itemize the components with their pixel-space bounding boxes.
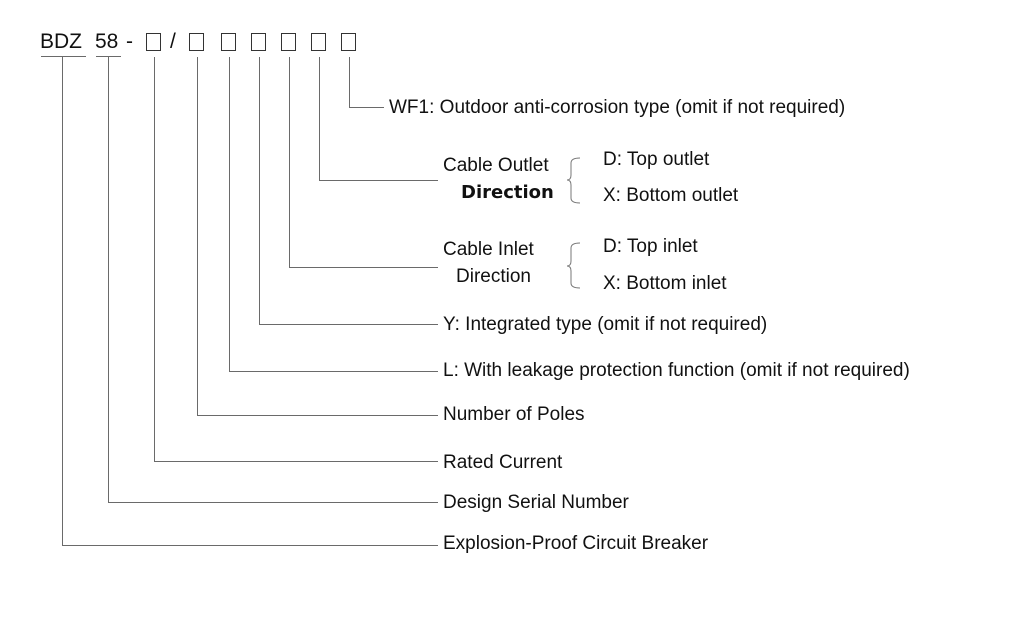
label-rated-current: Rated Current bbox=[443, 452, 563, 473]
bracket-cable-inlet bbox=[566, 242, 581, 289]
label-design-serial: Design Serial Number bbox=[443, 492, 629, 513]
model-dash: - bbox=[126, 30, 133, 53]
leader-rated-current bbox=[154, 57, 438, 462]
option-bottom-inlet: X: Bottom inlet bbox=[603, 273, 727, 294]
code-box-wf1 bbox=[341, 33, 356, 51]
leader-leakage bbox=[229, 57, 438, 372]
code-box-integrated bbox=[251, 33, 266, 51]
bracket-cable-outlet bbox=[566, 157, 581, 204]
label-wf1: WF1: Outdoor anti-corrosion type (omit i… bbox=[389, 97, 846, 118]
option-top-outlet: D: Top outlet bbox=[603, 149, 710, 170]
leader-cable-outlet bbox=[319, 57, 438, 181]
model-series: 58 bbox=[95, 30, 119, 53]
option-bottom-outlet: X: Bottom outlet bbox=[603, 185, 739, 206]
leader-design-serial bbox=[108, 57, 438, 503]
label-cable-inlet-line1: Cable Inlet bbox=[443, 239, 534, 260]
option-top-inlet: D: Top inlet bbox=[603, 236, 698, 257]
code-box-rated-current bbox=[146, 33, 161, 51]
leader-breaker bbox=[62, 57, 438, 546]
label-poles: Number of Poles bbox=[443, 404, 585, 425]
label-breaker: Explosion-Proof Circuit Breaker bbox=[443, 533, 709, 554]
leader-poles bbox=[197, 57, 438, 416]
label-cable-outlet-line2: Direction bbox=[461, 182, 554, 203]
leader-cable-inlet bbox=[289, 57, 438, 268]
leader-wf1 bbox=[349, 57, 384, 108]
label-leakage: L: With leakage protection function (omi… bbox=[443, 360, 910, 381]
model-prefix: BDZ bbox=[40, 30, 82, 53]
label-cable-outlet-line1: Cable Outlet bbox=[443, 155, 549, 176]
leader-integrated bbox=[259, 57, 438, 325]
label-integrated: Y: Integrated type (omit if not required… bbox=[443, 314, 768, 335]
code-box-leakage bbox=[221, 33, 236, 51]
label-cable-inlet-line2: Direction bbox=[456, 266, 531, 287]
code-box-poles bbox=[189, 33, 204, 51]
model-slash: / bbox=[170, 30, 176, 53]
code-box-cable-outlet bbox=[311, 33, 326, 51]
code-box-cable-inlet bbox=[281, 33, 296, 51]
